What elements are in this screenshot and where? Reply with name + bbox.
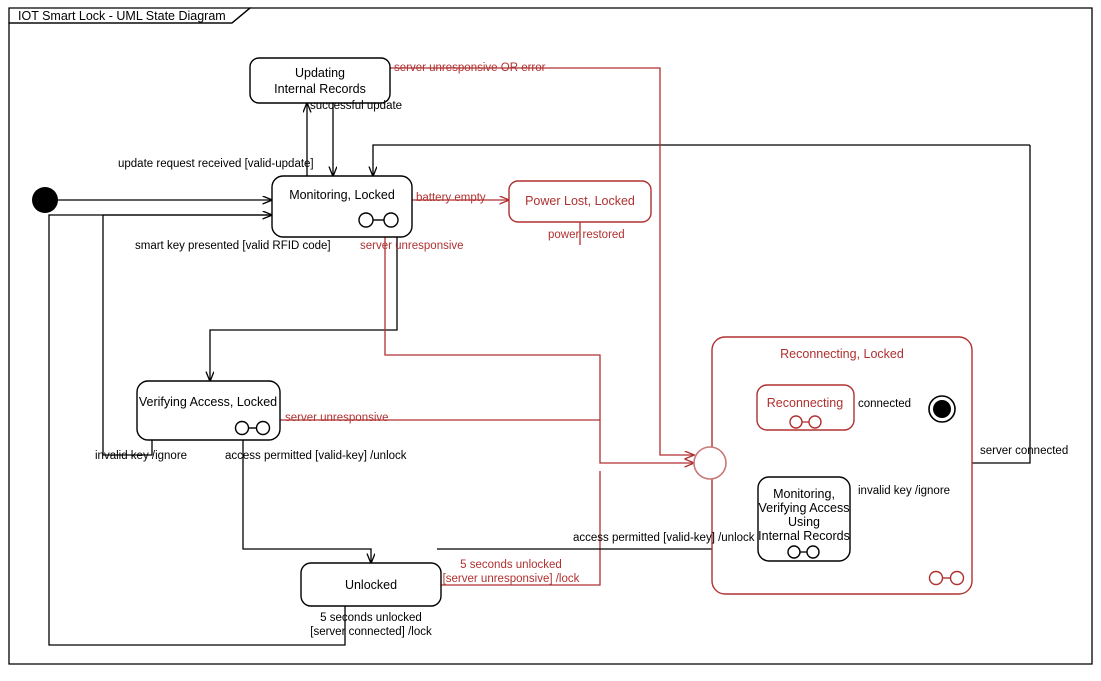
edge-monitoring-unresponsive-to-junction [384,237,694,463]
label-server-connected: server connected [980,445,1068,457]
state-updating-internal-records[interactable]: Updating Internal Records [249,57,391,104]
label-5s-unlocked-unresponsive-line2: [server unresponsive] /lock [443,573,580,585]
state-monitoring-verifying-internal-records[interactable]: Monitoring, Verifying Access Using Inter… [757,476,851,562]
state-verifying-label: Verifying Access, Locked [139,395,277,409]
window-tab-title: IOT Smart Lock - UML State Diagram [18,9,226,23]
state-power-lost-label: Power Lost, Locked [525,194,635,208]
label-connected: connected [858,398,911,410]
label-access-permitted-unlock-left: access permitted [valid-key] /unlock [225,450,407,462]
label-server-unresponsive-monitoring: server unresponsive [360,240,464,252]
initial-state-node [32,187,58,213]
state-reconnecting[interactable]: Reconnecting [756,384,855,431]
state-internal-line1: Monitoring, [773,487,835,501]
edge-updating-error-to-junction [390,67,694,455]
label-server-unresponsive-or-error: server unresponsive OR error [394,62,546,74]
label-update-request-received: update request received [valid-update] [118,158,314,170]
state-power-lost-locked[interactable]: Power Lost, Locked [508,180,652,223]
label-access-permitted-unlock-right: access permitted [valid-key] /unlock [573,532,755,544]
state-monitoring-locked[interactable]: Monitoring, Locked [271,175,413,238]
state-internal-line2: Verifying Access [758,501,849,515]
label-5s-unlocked-unresponsive-line1: 5 seconds unlocked [460,559,562,571]
state-internal-line3: Using [788,515,820,529]
state-reconnecting-label: Reconnecting [767,396,843,410]
composite-icon [234,420,271,436]
state-monitoring-label: Monitoring, Locked [289,188,395,202]
edge-monitoring-to-verifying [210,237,398,381]
label-battery-empty: battery empty [416,192,486,204]
edge-unlocked-to-monitoring-lock [48,214,346,646]
edge-verifying-to-unlocked [242,440,371,563]
state-updating-line2: Internal Records [274,82,366,96]
edge-server-connected-return-to-monitoring [373,144,1030,176]
state-verifying-access-locked[interactable]: Verifying Access, Locked [136,380,281,441]
label-power-restored: power restored [548,229,625,241]
label-5s-unlocked-connected-line2: [server connected] /lock [310,626,432,638]
label-5s-unlocked-connected-line1: 5 seconds unlocked [320,612,422,624]
label-successful-update: successful update [310,100,402,112]
state-updating-line1: Updating [295,66,345,80]
junction-node [693,446,727,480]
composite-icon [789,415,822,429]
final-state-node [928,395,956,423]
state-unlocked[interactable]: Unlocked [300,562,442,607]
edge-unlocked-unresponsive-red [437,471,601,586]
label-smart-key-presented: smart key presented [valid RFID code] [135,240,331,252]
label-server-unresponsive-verifying: server unresponsive [285,412,389,424]
state-reconnecting-locked-label: Reconnecting, Locked [780,347,904,361]
window-frame [8,7,1093,665]
state-internal-line4: Internal Records [758,529,850,543]
label-invalid-key-ignore-right: invalid key /ignore [858,485,950,497]
state-unlocked-label: Unlocked [345,578,397,592]
composite-icon [787,545,820,559]
edge-server-connected-vertical [963,145,1031,464]
label-invalid-key-ignore-left: invalid key /ignore [95,450,187,462]
composite-icon [358,212,399,228]
composite-icon [928,570,965,586]
